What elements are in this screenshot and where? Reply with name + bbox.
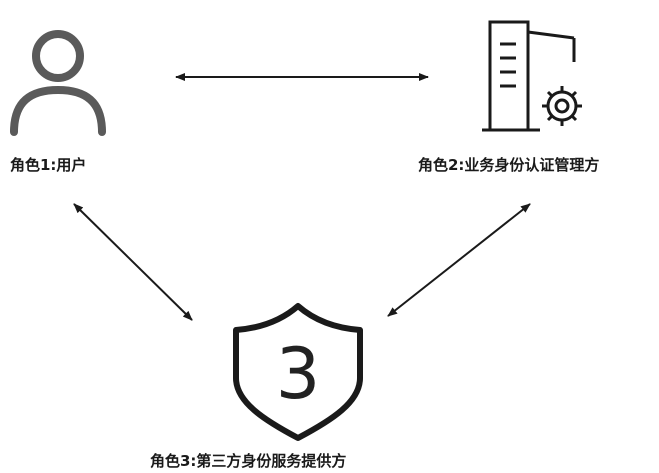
building-gear-icon	[482, 20, 582, 132]
shield-icon	[233, 303, 363, 441]
role-provider-label: 角色3:第三方身份服务提供方	[150, 452, 346, 470]
role-business: 角色2:业务身份认证管理方	[418, 20, 599, 174]
arrow-user-provider	[73, 203, 193, 321]
role-business-label: 角色2:业务身份认证管理方	[418, 156, 599, 174]
shield-badge-number: 3	[276, 333, 321, 415]
user-icon	[10, 30, 106, 136]
role-provider: 3 角色3:第三方身份服务提供方	[150, 303, 363, 470]
role-user-label: 角色1:用户	[10, 156, 86, 174]
role-user: 角色1:用户	[10, 30, 106, 174]
arrow-business-provider	[387, 203, 531, 317]
